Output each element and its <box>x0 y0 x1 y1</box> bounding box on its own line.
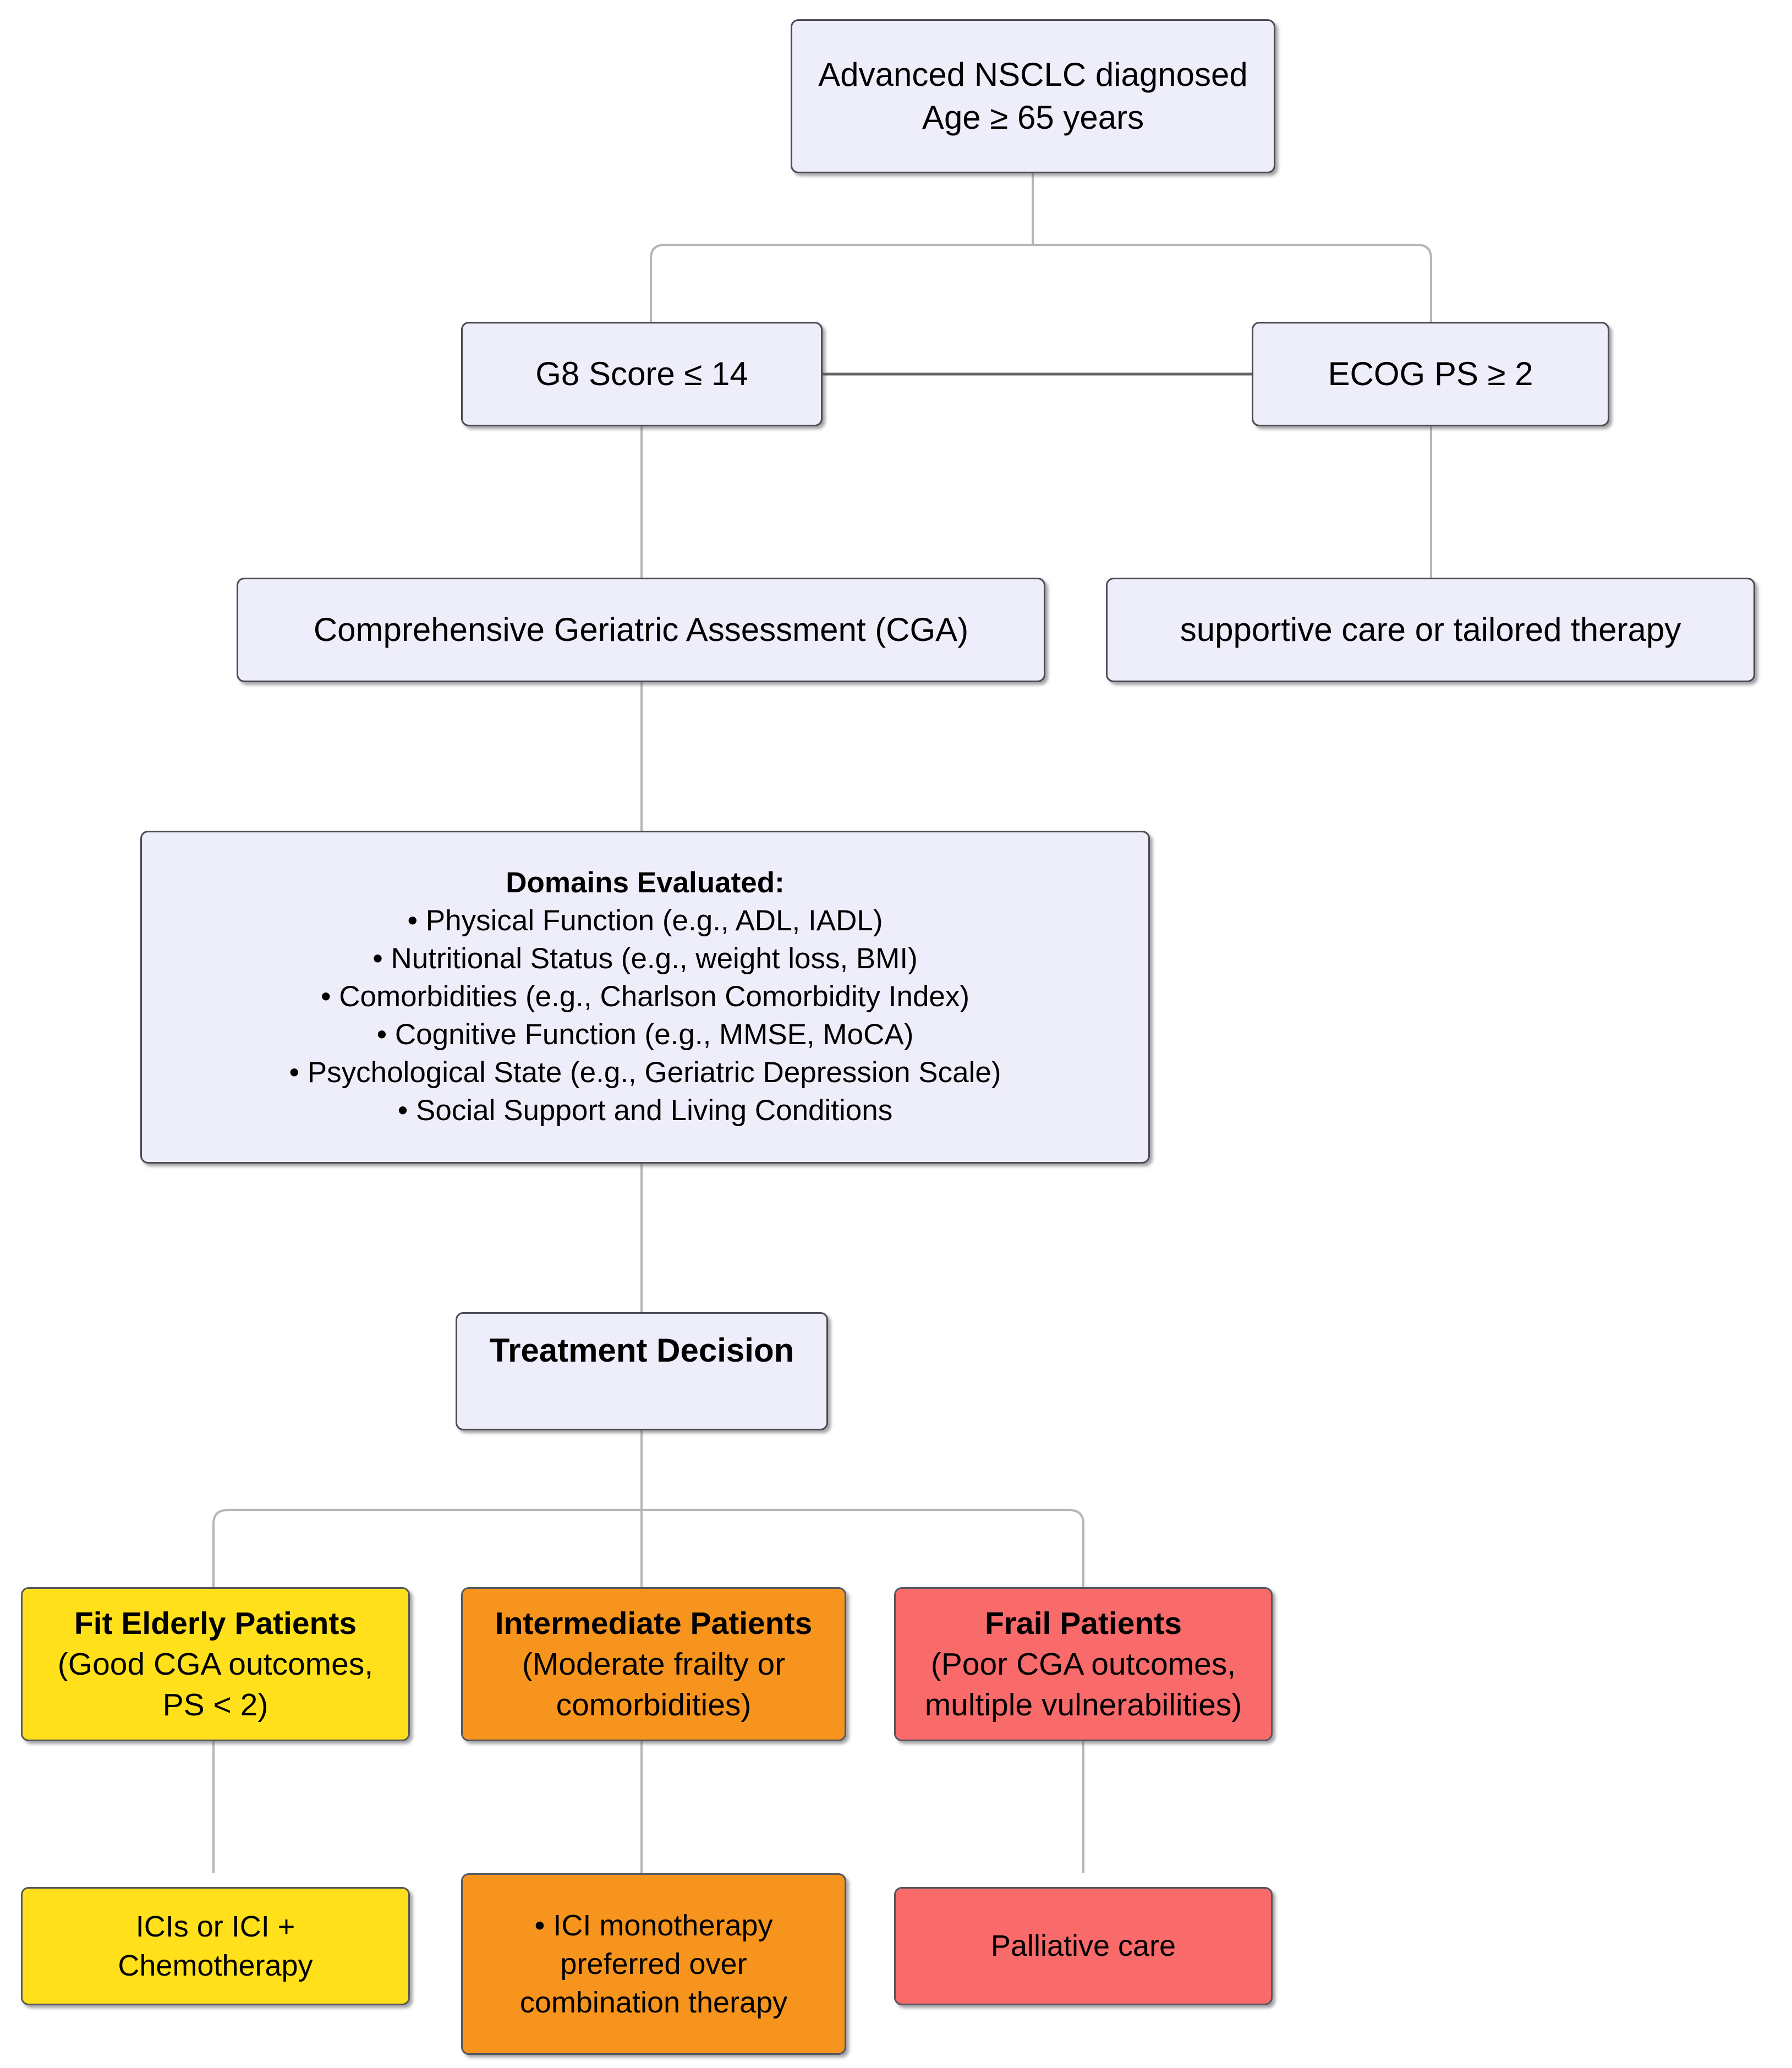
node-cga[interactable]: Comprehensive Geriatric Assessment (CGA) <box>237 578 1045 682</box>
domains-item-nutritional-status: • Nutritional Status (e.g., weight loss,… <box>372 942 918 975</box>
node-cga-label: Comprehensive Geriatric Assessment (CGA) <box>313 611 969 648</box>
node-treatment-decision[interactable]: Treatment Decision <box>456 1312 828 1430</box>
node-start[interactable]: Advanced NSCLC diagnosed Age ≥ 65 years <box>791 19 1275 173</box>
domains-item-social-support: • Social Support and Living Conditions <box>397 1094 893 1127</box>
node-frail-patients[interactable]: Frail Patients (Poor CGA outcomes, multi… <box>894 1587 1273 1741</box>
node-treatment-decision-label: Treatment Decision <box>489 1332 794 1369</box>
fit-treatment-line-2: Chemotherapy <box>118 1949 313 1982</box>
intermediate-treatment-line-1: • ICI monotherapy <box>534 1908 773 1942</box>
node-frail-treatment[interactable]: Palliative care <box>894 1887 1273 2005</box>
node-intermediate-patients[interactable]: Intermediate Patients (Moderate frailty … <box>461 1587 846 1741</box>
domains-heading: Domains Evaluated: <box>506 866 785 899</box>
node-g8-score[interactable]: G8 Score ≤ 14 <box>461 322 823 426</box>
frail-heading: Frail Patients <box>985 1605 1182 1641</box>
node-domains-evaluated[interactable]: Domains Evaluated: • Physical Function (… <box>140 831 1150 1164</box>
fit-detail-line-2: PS < 2) <box>162 1687 268 1723</box>
node-start-line-1: Advanced NSCLC diagnosed <box>818 56 1248 93</box>
node-g8-score-label: G8 Score ≤ 14 <box>535 355 748 392</box>
fit-heading: Fit Elderly Patients <box>74 1605 357 1641</box>
node-supportive-care-label: supportive care or tailored therapy <box>1180 611 1681 648</box>
node-ecog-ps[interactable]: ECOG PS ≥ 2 <box>1252 322 1609 426</box>
node-fit-elderly-patients[interactable]: Fit Elderly Patients (Good CGA outcomes,… <box>21 1587 410 1741</box>
intermediate-treatment-line-2: preferred over <box>560 1947 747 1981</box>
edge-split-bar <box>650 244 1432 259</box>
frail-detail-line-1: (Poor CGA outcomes, <box>930 1646 1236 1682</box>
node-fit-treatment[interactable]: ICIs or ICI + Chemotherapy <box>21 1887 410 2005</box>
fit-treatment-line-1: ICIs or ICI + <box>135 1910 295 1944</box>
frail-detail-line-2: multiple vulnerabilities) <box>924 1687 1242 1723</box>
node-start-line-2: Age ≥ 65 years <box>922 99 1144 136</box>
intermediate-detail-line-2: comorbidities) <box>556 1687 752 1723</box>
domains-item-physical-function: • Physical Function (e.g., ADL, IADL) <box>407 904 883 937</box>
frail-treatment-line-1: Palliative care <box>990 1929 1176 1963</box>
fit-detail-line-1: (Good CGA outcomes, <box>57 1646 374 1682</box>
node-supportive-care[interactable]: supportive care or tailored therapy <box>1106 578 1755 682</box>
intermediate-treatment-line-3: combination therapy <box>519 1986 788 2020</box>
domains-item-comorbidities: • Comorbidities (e.g., Charlson Comorbid… <box>320 980 970 1013</box>
domains-item-psychological-state: • Psychological State (e.g., Geriatric D… <box>289 1056 1001 1089</box>
intermediate-detail-line-1: (Moderate frailty or <box>522 1646 786 1682</box>
node-intermediate-treatment[interactable]: • ICI monotherapy preferred over combina… <box>461 1873 846 2055</box>
node-ecog-ps-label: ECOG PS ≥ 2 <box>1328 355 1533 392</box>
intermediate-heading: Intermediate Patients <box>495 1605 813 1641</box>
edge-branch-bar <box>212 1509 1084 1524</box>
domains-item-cognitive-function: • Cognitive Function (e.g., MMSE, MoCA) <box>376 1018 914 1051</box>
